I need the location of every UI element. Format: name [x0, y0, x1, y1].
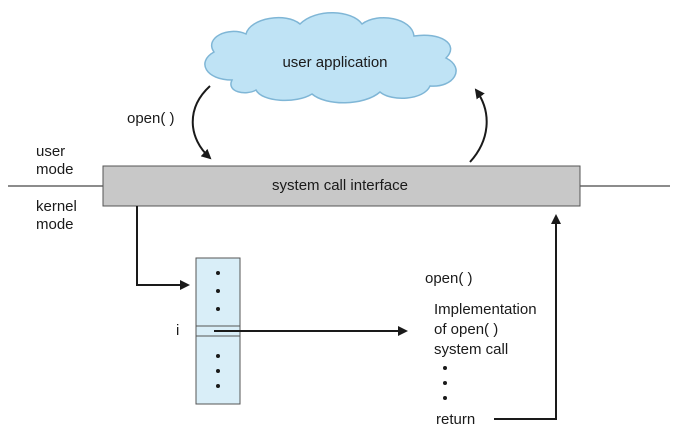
- implementation-line-3: system call: [434, 341, 509, 358]
- return-to-user-arrow: [469, 88, 488, 163]
- user-application-cloud: [204, 12, 457, 104]
- system-call-interface-bar: [102, 165, 581, 207]
- implementation-ellipsis: [441, 366, 449, 400]
- table-index-label: i: [176, 322, 180, 339]
- return-label: return: [436, 411, 476, 428]
- kernel-mode-label-line2: mode: [36, 216, 74, 233]
- system-call-interface-label: system call interface: [272, 177, 408, 194]
- open-call-arrow: [191, 85, 212, 160]
- table-ellipsis-bottom: [214, 354, 222, 388]
- table-ellipsis-top: [214, 271, 222, 311]
- user-mode-label-line1: user: [36, 143, 66, 160]
- implementation-line-1: Implementation: [434, 301, 537, 318]
- return-path-arrow: [494, 214, 561, 420]
- implementation-heading: open( ): [425, 270, 473, 287]
- implementation-line-2: of open( ): [434, 321, 499, 338]
- user-application-label: user application: [282, 54, 388, 71]
- kernel-mode-label-line1: kernel: [36, 198, 77, 215]
- dispatch-arrow: [136, 206, 190, 290]
- open-call-label: open( ): [127, 110, 175, 127]
- user-mode-label-line2: mode: [36, 161, 74, 178]
